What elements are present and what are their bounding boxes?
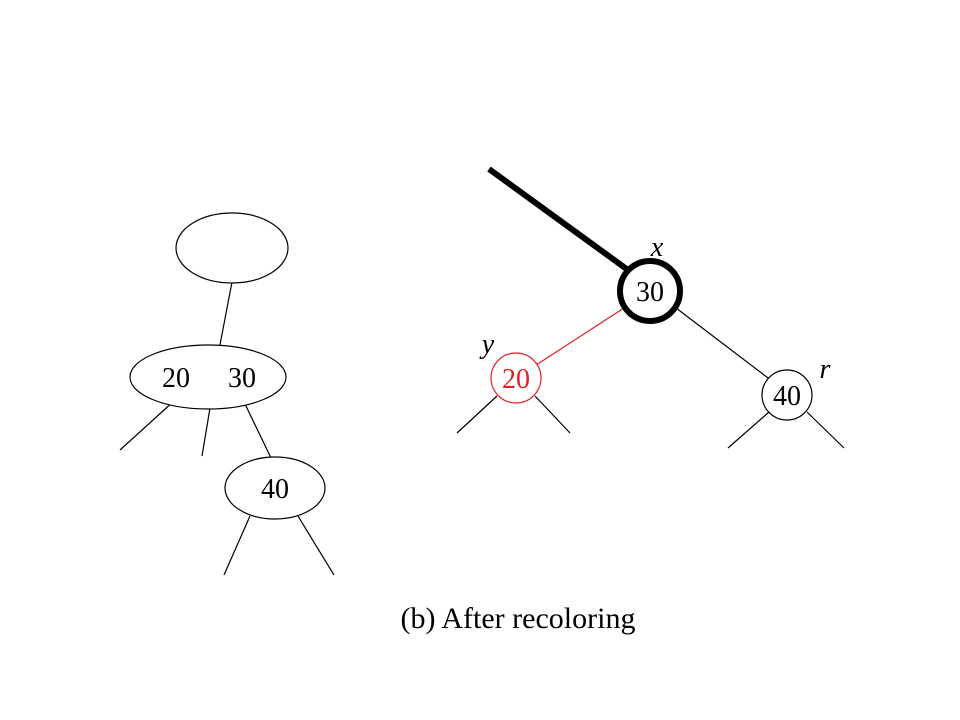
left-edge-40-left: [223, 515, 251, 576]
left-edge-child-1: [119, 399, 176, 451]
node-30-key: 30: [636, 277, 664, 308]
edge-40-right: [806, 411, 845, 449]
left-20-30-node: [129, 344, 287, 410]
left-root-node: [175, 212, 289, 284]
left-tree: 20 30 40: [119, 212, 335, 576]
label-x: x: [650, 232, 664, 263]
edge-30-to-20-red: [529, 307, 625, 370]
left-node-key-30: 30: [228, 363, 256, 394]
right-tree: 30 x 20 y 40 r: [456, 166, 845, 449]
edge-20-left: [456, 395, 498, 434]
node-20-y: [490, 352, 542, 404]
left-edge-child-3: [244, 403, 273, 461]
edge-40-left: [727, 411, 770, 449]
diagram-caption: (b) After recoloring: [401, 602, 636, 635]
left-node-key-40: 40: [261, 474, 289, 505]
left-edge-40-right: [297, 515, 335, 576]
edge-30-to-40: [675, 307, 773, 382]
label-r: r: [820, 354, 831, 385]
node-40-key: 40: [773, 381, 801, 412]
edge-20-right: [534, 395, 571, 434]
left-40-node: [224, 456, 326, 520]
node-30-x: [617, 258, 683, 324]
left-node-key-20: 20: [162, 363, 190, 394]
node-40-r: [761, 369, 813, 421]
left-edge-child-2: [201, 407, 211, 457]
parent-edge-thick: [487, 166, 630, 273]
left-edge-root-to-node: [218, 281, 233, 351]
label-y: y: [479, 329, 495, 360]
node-20-key: 20: [502, 364, 530, 395]
